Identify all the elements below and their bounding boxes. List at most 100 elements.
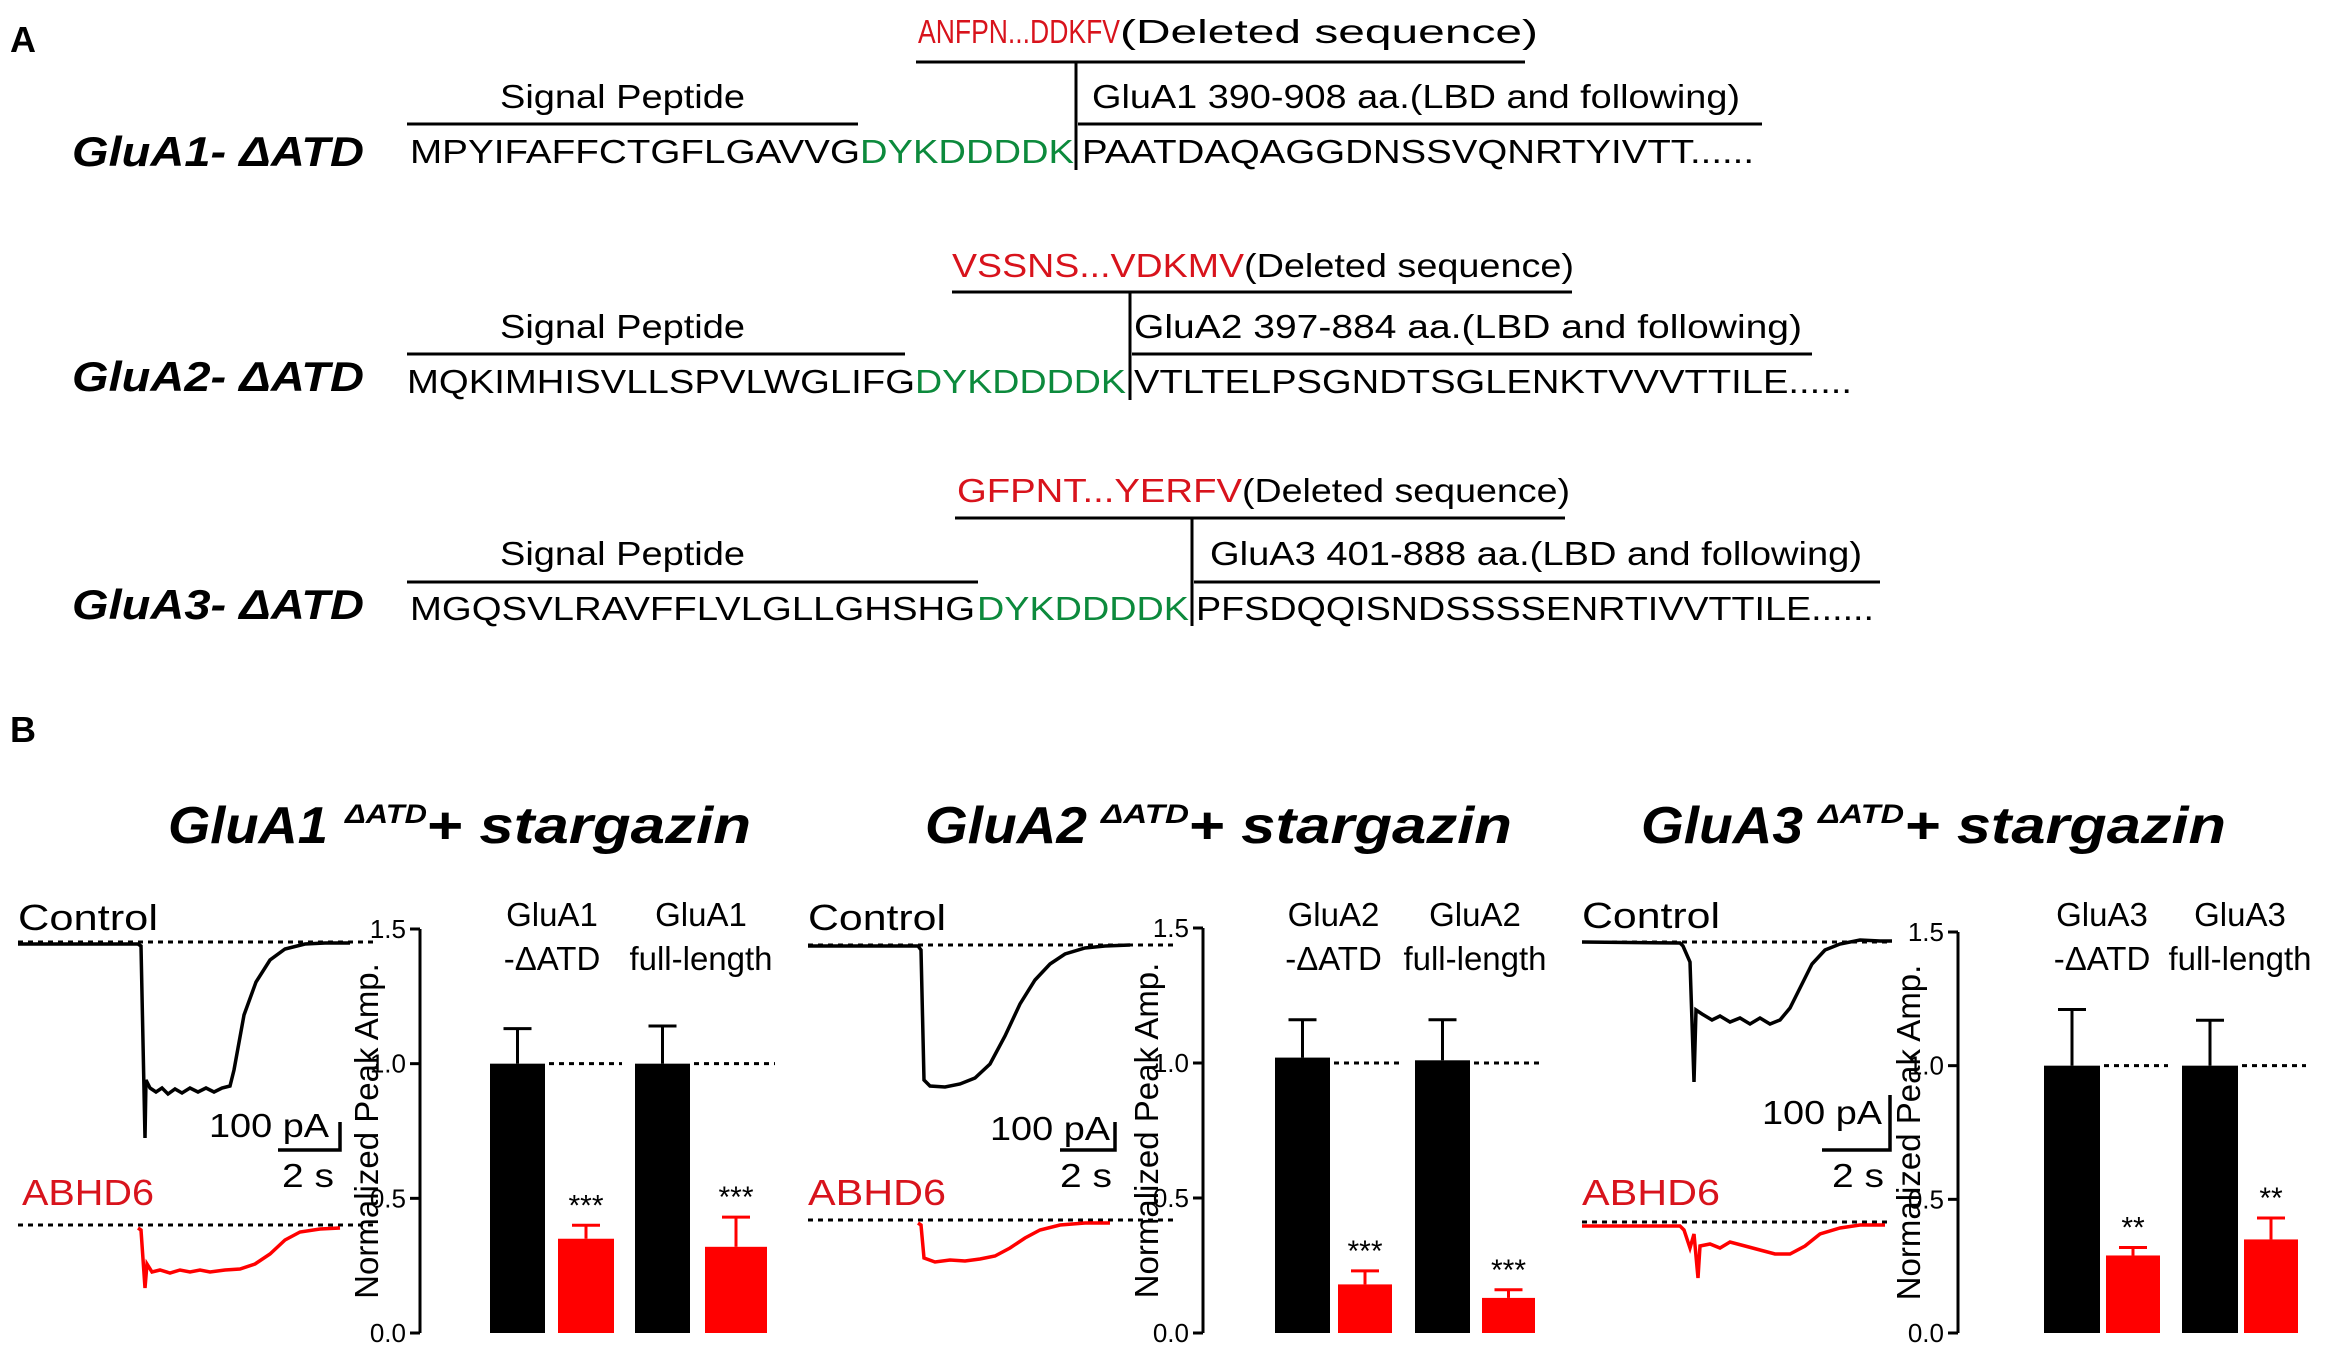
y-axis-label: Normalized Peak Amp. [1128,963,1165,1299]
scale-time-label: 2 s [1060,1157,1112,1194]
deleted-seq: VSSNS...VDKMV [952,247,1244,284]
group-label-line2: full-length [629,940,772,977]
scale-current-label: 100 pA [1762,1094,1882,1131]
construct-glua2: VSSNS...VDKMV (Deleted sequence) Signal … [72,247,1852,400]
bar-abhd6 [558,1238,614,1333]
abhd6-trace [917,1221,1110,1264]
lbd-sequence: VTLTELPSGNDTSGLENKTVVVTTILE...... [1134,363,1852,400]
title-rest: + stargazin [1904,797,2226,855]
control-trace [18,941,350,1139]
traces-glua2: Control 100 pA 2 s ABHD6 [808,897,1175,1264]
y-tick-label: 1.5 [370,914,406,944]
title-superscript: ΔATD [344,799,427,829]
title-rest: + stargazin [1188,797,1512,855]
scale-current-label: 100 pA [990,1110,1110,1147]
deleted-note: (Deleted sequence) [1120,13,1538,50]
title-main: GluA1 [168,797,328,855]
panel-b-label: B [10,709,36,750]
flag-sequence: DYKDDDDK [860,133,1074,170]
construct-name: GluA1- ΔATD [72,128,364,175]
significance-label: *** [1347,1235,1382,1268]
bar-control [1415,1060,1470,1333]
traces-glua3: Control 100 pA 2 s ABHD6 [1581,895,1892,1279]
title-glua3: GluA3 ΔATD + stargazin [1641,797,2226,855]
significance-label: ** [2259,1182,2283,1215]
group-label-line1: GluA2 [1288,896,1380,933]
construct-glua3: GFPNT...YERFV (Deleted sequence) Signal … [72,472,1880,628]
group-label-line1: GluA1 [655,896,747,933]
y-tick-label: 1.5 [1153,913,1189,943]
flag-sequence: DYKDDDDK [977,590,1189,627]
deleted-seq: ANFPN...DDKFV [918,13,1120,50]
title-superscript: ΔATD [1100,799,1189,829]
construct-name: GluA3- ΔATD [72,581,364,628]
bar-control [2044,1065,2100,1333]
construct-name: GluA2- ΔATD [72,353,364,400]
construct-glua1: ANFPN...DDKFV (Deleted sequence) Signal … [72,13,1762,175]
bar-control [1275,1057,1330,1333]
signal-peptide-label: Signal Peptide [500,78,745,115]
control-label: Control [1582,895,1720,936]
lbd-sequence: PFSDQQISNDSSSSENRTIVVTTILE...... [1196,590,1874,627]
bar-abhd6 [1482,1297,1535,1333]
deleted-seq: GFPNT...YERFV [957,472,1242,509]
scale-bar [1060,1122,1117,1152]
abhd6-label: ABHD6 [1582,1172,1720,1213]
signal-sequence: MPYIFAFFCTGFLGAVVG [410,133,860,170]
bar-control [490,1063,545,1333]
y-tick-label: 1.0 [1908,1051,1944,1081]
title-glua2: GluA2 ΔATD + stargazin [925,797,1512,855]
bar-abhd6 [2244,1239,2298,1333]
title-glua1: GluA1 ΔATD + stargazin [168,797,751,855]
group-label-line2: -ΔATD [2054,940,2151,977]
significance-label: ** [2121,1211,2145,1244]
bar-abhd6 [2106,1255,2160,1333]
y-tick-label: 0.5 [370,1183,406,1213]
title-superscript: ΔATD [1817,799,1904,829]
control-label: Control [18,897,158,938]
significance-label: *** [568,1189,603,1222]
control-trace [1581,938,1892,1083]
group-label-line2: -ΔATD [504,940,601,977]
title-rest: + stargazin [426,797,751,855]
title-main: GluA3 [1641,797,1803,855]
y-tick-label: 1.0 [370,1049,406,1079]
y-tick-label: 0.5 [1153,1183,1189,1213]
bar-control [635,1063,690,1333]
flag-sequence: DYKDDDDK [915,363,1126,400]
deleted-note: (Deleted sequence) [1244,247,1574,284]
abhd6-trace [1582,1223,1885,1279]
group-label-line2: full-length [2168,940,2311,977]
abhd6-label: ABHD6 [808,1172,946,1213]
bar-abhd6 [705,1246,767,1333]
traces-glua1: Control 100 pA 2 s ABHD6 [18,897,375,1289]
bar-control [2182,1065,2238,1333]
significance-label: *** [1491,1254,1526,1287]
y-tick-label: 0.0 [1908,1318,1944,1348]
signal-peptide-label: Signal Peptide [500,308,745,345]
scale-time-label: 2 s [282,1157,334,1194]
significance-label: *** [718,1181,753,1214]
title-main: GluA2 [925,797,1087,855]
lbd-sequence: PAATDAQAGGDNSSVQNRTYIVTT...... [1082,133,1754,170]
abhd6-trace [137,1226,341,1289]
y-tick-label: 0.5 [1908,1184,1944,1214]
y-axis-label: Normalized Peak Amp. [348,963,385,1299]
scale-bar [1822,1095,1892,1152]
group-label-line2: -ΔATD [1285,940,1382,977]
panel-a-label: A [10,19,36,60]
lbd-label: GluA2 397-884 aa.(LBD and following) [1134,308,1802,345]
signal-peptide-label: Signal Peptide [500,535,745,572]
y-tick-label: 1.0 [1153,1048,1189,1078]
signal-sequence: MQKIMHISVLLSPVLWGLIFG [407,363,915,400]
group-label-line2: full-length [1403,940,1546,977]
scale-bar [278,1122,342,1152]
lbd-label: GluA3 401-888 aa.(LBD and following) [1210,535,1862,572]
group-label-line1: GluA3 [2194,896,2286,933]
y-tick-label: 0.0 [370,1318,406,1348]
